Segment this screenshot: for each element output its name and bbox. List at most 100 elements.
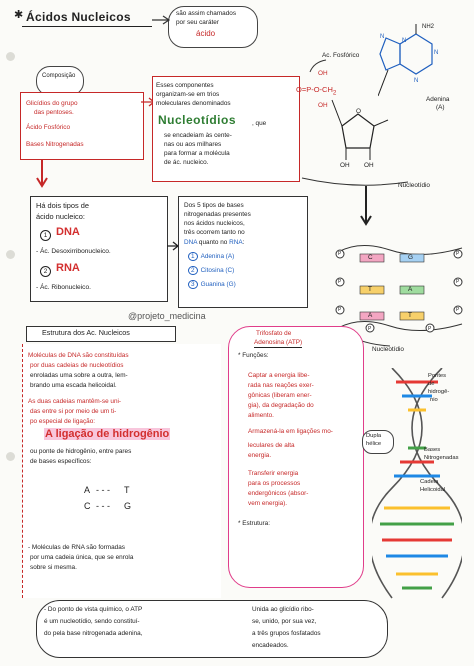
atp-f1: Captar a energia libe- (248, 372, 310, 379)
atp-f3: vem energia). (248, 500, 288, 507)
atp-f2: leculares de alta (248, 442, 295, 449)
estrutura-p3: ou ponte de hidrogênio, entre pares (30, 448, 132, 455)
composicao-bubble (36, 66, 84, 96)
helix-bases: Bases (424, 447, 441, 453)
helix-pontes: Pontes (428, 373, 447, 379)
ladder-letter: A (408, 286, 413, 293)
ladder-p: P (428, 326, 432, 332)
ligacao-text: A ligação de hidrogênio (44, 428, 171, 440)
ladder-p: P (338, 307, 342, 313)
tipos-box (30, 196, 168, 302)
tipos-number: 1 (40, 230, 51, 241)
svg-text:NH2: NH2 (422, 24, 435, 30)
molecule-bracket (301, 177, 409, 186)
estrutura-title-box (26, 326, 176, 342)
arrow-down-icon (360, 186, 372, 226)
pair-left: A (84, 485, 91, 495)
dupla-helice-bubble (362, 430, 394, 454)
formula-text: O=P-O-CH (296, 85, 333, 94)
helix-pontes: de (428, 381, 435, 387)
composicao-box (20, 92, 144, 160)
composicao-item: Ácido Fosfórico (26, 124, 71, 131)
ladder-letter: T (368, 286, 372, 293)
adenina-label: (A) (436, 104, 445, 111)
nucleotideo-line: de ác. nucleico. (164, 159, 209, 166)
arrow-icon (152, 15, 171, 25)
svg-text:N: N (402, 38, 406, 44)
estrutura-p1: enroladas uma sobre a outra, lem- (30, 372, 128, 379)
pair-dashes: - - - (96, 485, 110, 495)
title-note-acid: ácido (196, 29, 216, 38)
helix-pontes: nio (430, 397, 438, 403)
atp-estrutura: * Estrutura: (238, 520, 270, 527)
phosphoric-arrow (309, 59, 327, 73)
nucleotideo-line: nas ou aos milhares (164, 141, 222, 148)
estrutura-p4: sobre si mesma. (30, 564, 77, 571)
svg-text:N: N (380, 34, 384, 40)
estrutura-p2: das entre si por meio de um ti- (30, 408, 117, 415)
ladder-p: P (368, 326, 372, 332)
arrow-down-icon (36, 160, 48, 188)
atp-f3: endergônicos (absor- (248, 490, 309, 497)
tipos-line: ácido nucleico: (36, 212, 85, 221)
dna-ladder-icon (335, 245, 463, 333)
bottom-left: é um nucleotídio, sendo constituí- (44, 618, 140, 625)
atp-box (228, 326, 364, 588)
ladder-p: P (456, 279, 460, 285)
estrutura-box (22, 344, 221, 598)
ladder-nucleotideo: Nucleotídio (372, 346, 404, 353)
bottom-right: se, unido, por sua vez, (252, 618, 317, 625)
ladder-letter: T (408, 312, 412, 319)
helix-dupla: hélice (366, 441, 382, 447)
sugar-ring-icon (331, 99, 389, 160)
bases-item-num: 2 (188, 266, 198, 275)
estrutura-p1: brando uma escada helicoidal. (30, 382, 117, 389)
page-title: Ácidos Nucleicos (26, 10, 131, 24)
bases-colon: : (242, 239, 245, 246)
estrutura-p4: - Moléculas de RNA são formadas (28, 544, 125, 551)
helix-cadeia: Helicoidal (420, 487, 446, 493)
bases-dna: DNA (184, 239, 198, 246)
bases-line: nitrogenadas presentes (184, 211, 251, 218)
double-helix-icon (372, 368, 462, 599)
nucleotideo-line: Esses componentes (156, 82, 214, 89)
ladder-p: P (338, 251, 342, 257)
tipos-line: Há dois tipos de (36, 201, 89, 210)
watermark: @projeto_medicina (128, 311, 206, 321)
tipos-dna: DNA (56, 226, 80, 238)
estrutura-p1: Moléculas de DNA são constituídas (28, 352, 129, 359)
nucleotideo-keyword: Nucleotídios (158, 113, 237, 127)
atp-f3: Transferir energia (248, 470, 299, 477)
helix-cadeia: Cadeia (420, 479, 439, 485)
svg-text:N: N (434, 50, 438, 56)
bases-box (178, 196, 308, 308)
bases-item-num: 3 (188, 280, 198, 289)
ladder-p: P (338, 279, 342, 285)
phosphoric-label: Ac. Fosfórico (322, 52, 360, 59)
ladder-letter: A (368, 312, 373, 319)
bases-dna-rna-line: DNA quanto no RNA: (184, 239, 244, 247)
tipos-number: 2 (40, 266, 51, 277)
pair-dashes: - - - (96, 501, 110, 511)
bases-line: três ocorrem tanto no (184, 229, 245, 236)
adenina-label: Adenina (426, 96, 450, 103)
atp-f2: energia. (248, 452, 272, 459)
bottom-right: a três grupos fosfatados (252, 630, 321, 637)
binder-hole (6, 250, 15, 259)
composicao-item: Glicídios do grupo (26, 100, 78, 107)
title-note-bubble (168, 6, 258, 48)
title-note-line: são assim chamados (176, 10, 237, 17)
atp-f1: rada nas reações exer- (248, 382, 314, 389)
nucleotideo-line: , que (252, 120, 267, 127)
pair-left: C (84, 501, 91, 511)
ladder-p: P (456, 307, 460, 313)
ring-o: O (356, 108, 361, 115)
title-underline (22, 26, 152, 27)
composicao-item: Bases Nitrogenadas (26, 141, 84, 148)
atp-f1: gia), da degradação do (248, 402, 314, 409)
bases-line: Dos 5 tipos de bases (184, 202, 244, 209)
nucleotideo-line: organizam-se em trios (156, 91, 220, 98)
estrutura-ligacao: A ligação de hidrogênio (44, 428, 171, 440)
